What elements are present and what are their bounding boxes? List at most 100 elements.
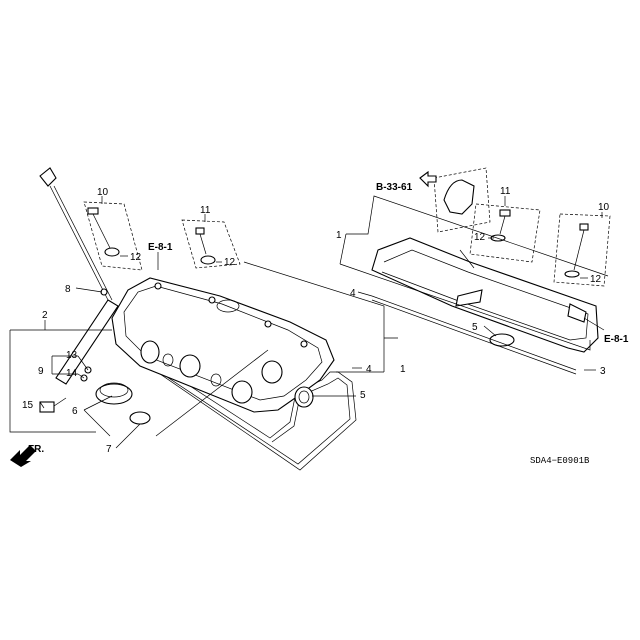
breather-grommet bbox=[294, 386, 314, 408]
frame-1-right bbox=[346, 195, 609, 277]
callout-13: 13 bbox=[66, 350, 78, 361]
ref-e-8-1-right: E-8-1 bbox=[604, 334, 629, 345]
frame-1-right-base bbox=[339, 263, 591, 351]
frame-10-left bbox=[83, 201, 143, 271]
rear-cover-slot bbox=[455, 289, 483, 307]
dipstick-rod bbox=[49, 185, 109, 301]
bolt-boss bbox=[300, 340, 308, 348]
grommet-12-r2 bbox=[564, 270, 580, 278]
oil-fill-boss bbox=[216, 299, 240, 313]
rear-head-cover-assembly bbox=[371, 237, 599, 375]
bolt-15-shank bbox=[53, 397, 67, 407]
bolt-15 bbox=[39, 401, 55, 413]
bolt-11-r-head bbox=[499, 209, 511, 217]
leader-6 bbox=[83, 395, 113, 437]
leader-8 bbox=[75, 287, 103, 293]
bracket-ref-arrow bbox=[419, 170, 437, 188]
callout-12-right2: 12 bbox=[590, 274, 602, 285]
leader-7-cover bbox=[155, 349, 269, 437]
rear-cover-pcv bbox=[567, 303, 587, 323]
dipstick-rod-edge bbox=[53, 185, 113, 301]
bolt-10-r-shank bbox=[573, 229, 585, 271]
callout-9: 9 bbox=[38, 366, 44, 377]
callout-2: 2 bbox=[42, 310, 48, 321]
bracket-dashed-box bbox=[433, 167, 491, 233]
callout-5-right: 5 bbox=[472, 322, 478, 333]
frame-9 bbox=[51, 355, 78, 375]
plug-hole-4 bbox=[261, 360, 283, 384]
callout-14: 14 bbox=[66, 368, 78, 379]
filler-cap-body bbox=[95, 383, 133, 405]
bolt-11-head bbox=[195, 227, 205, 235]
filler-cap-top bbox=[99, 382, 129, 398]
frame-11-right bbox=[469, 203, 541, 263]
bolt-11-shank bbox=[199, 233, 207, 255]
leader-4-right bbox=[357, 291, 373, 297]
callout-15: 15 bbox=[22, 400, 34, 411]
small-hole-1 bbox=[162, 353, 174, 367]
front-direction-arrow bbox=[10, 445, 36, 467]
bolt-boss bbox=[154, 282, 162, 290]
frame-1-right-side bbox=[339, 233, 347, 265]
bolt-boss bbox=[208, 296, 216, 304]
leader-7 bbox=[115, 423, 141, 449]
rear-cover-gasket bbox=[371, 295, 577, 371]
bracket-b-33-61 bbox=[419, 167, 491, 233]
diagram-code: SDA4−E0901B bbox=[530, 456, 590, 466]
grommet-12 bbox=[104, 247, 120, 257]
frame-2 bbox=[9, 330, 96, 433]
grommet-12b bbox=[200, 255, 216, 265]
callout-frames bbox=[9, 195, 611, 449]
front-cover-gasket bbox=[127, 351, 357, 471]
leader-12-bracket bbox=[459, 249, 475, 269]
callout-3: 3 bbox=[600, 366, 606, 377]
rear-cover-rim bbox=[381, 249, 589, 341]
dipstick-handle bbox=[39, 167, 57, 187]
frame-1-left bbox=[243, 261, 398, 372]
callout-10-right: 10 bbox=[598, 202, 610, 213]
dipstick-tube bbox=[55, 299, 119, 385]
bolt-10-head bbox=[87, 207, 99, 215]
front-cover-gasket-inner bbox=[133, 354, 351, 465]
callout-12-left: 12 bbox=[130, 252, 142, 263]
ref-e-8-1-left: E-8-1 bbox=[148, 242, 173, 253]
callout-12-right: 12 bbox=[474, 232, 486, 243]
callout-4-right: 4 bbox=[350, 288, 356, 299]
fr-arrow-icon bbox=[10, 445, 36, 467]
callout-7: 7 bbox=[106, 444, 112, 455]
right-bolt-sets bbox=[490, 209, 589, 278]
bolt-11-r-shank bbox=[499, 215, 506, 235]
fr-label: FR. bbox=[28, 444, 44, 455]
callout-8: 8 bbox=[65, 284, 71, 295]
leader-15 bbox=[39, 401, 45, 409]
callout-1-right: 1 bbox=[336, 230, 342, 241]
left-bolt-sets bbox=[87, 207, 216, 265]
rear-breather-grommet bbox=[489, 333, 515, 347]
frame-11-left bbox=[181, 219, 241, 269]
filler-cap-seal bbox=[129, 411, 151, 425]
breather-grommet-inner bbox=[298, 390, 310, 404]
bolt-boss bbox=[264, 320, 272, 328]
plug-hole-2 bbox=[179, 354, 201, 378]
plug-hole-1 bbox=[140, 340, 160, 364]
oil-filler-cap bbox=[95, 382, 151, 425]
callout-12-left2: 12 bbox=[224, 257, 236, 268]
small-hole-2 bbox=[210, 373, 222, 387]
frame-10-right bbox=[553, 213, 611, 287]
leader-5-right bbox=[483, 325, 497, 337]
callout-4-left: 4 bbox=[366, 364, 372, 375]
plug-hole-3 bbox=[231, 380, 253, 404]
callout-10-left: 10 bbox=[97, 187, 109, 198]
dipstick-assembly bbox=[39, 167, 119, 413]
callout-labels: 10 11 12 12 E-8-1 8 2 13 9 14 15 6 7 FR.… bbox=[22, 182, 629, 466]
rear-head-cover bbox=[371, 237, 599, 353]
callout-11-right: 11 bbox=[500, 186, 511, 197]
bolt-10-shank bbox=[92, 213, 111, 249]
callout-11-left: 11 bbox=[200, 205, 211, 216]
callout-5-left: 5 bbox=[360, 390, 366, 401]
rear-cover-gasket-edge bbox=[371, 299, 577, 375]
bolt-10-r-head bbox=[579, 223, 589, 231]
leader-e81-right bbox=[583, 317, 605, 331]
